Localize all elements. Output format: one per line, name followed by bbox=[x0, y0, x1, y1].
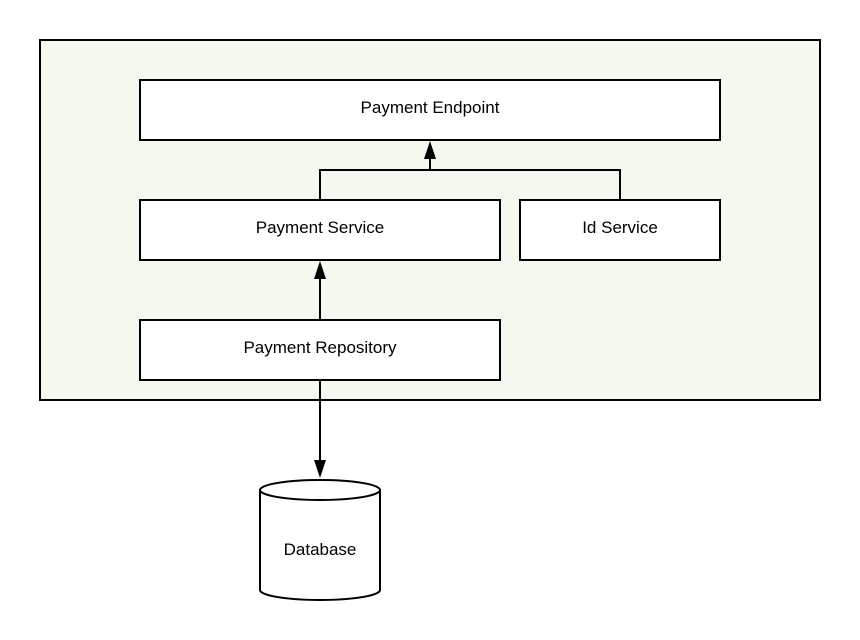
node-database: Database bbox=[259, 479, 381, 601]
arrowhead-endpoint bbox=[424, 141, 436, 159]
node-id-service-label: Id Service bbox=[582, 218, 658, 237]
node-payment-service-label: Payment Service bbox=[256, 218, 385, 237]
node-id-service: Id Service bbox=[519, 199, 721, 261]
database-cylinder-top bbox=[259, 479, 381, 501]
node-payment-repository-box bbox=[139, 319, 501, 381]
node-payment-repository: Payment Repository bbox=[139, 319, 501, 381]
node-database-label: Database bbox=[284, 540, 357, 559]
arrowhead-database bbox=[314, 460, 326, 478]
node-payment-endpoint: Payment Endpoint bbox=[139, 79, 721, 141]
arrowhead-payment-service bbox=[314, 261, 326, 279]
node-payment-service-box bbox=[139, 199, 501, 261]
database-cylinder-body bbox=[259, 490, 381, 601]
node-payment-repository-label: Payment Repository bbox=[243, 338, 397, 357]
edge-payment-service-to-endpoint bbox=[319, 169, 430, 200]
node-payment-service: Payment Service bbox=[139, 199, 501, 261]
arrowheads bbox=[314, 141, 436, 478]
node-id-service-box bbox=[519, 199, 721, 261]
node-payment-endpoint-box bbox=[139, 79, 721, 141]
node-payment-endpoint-label: Payment Endpoint bbox=[361, 98, 500, 117]
edge-id-service-to-endpoint bbox=[430, 169, 621, 200]
edges bbox=[319, 156, 621, 462]
